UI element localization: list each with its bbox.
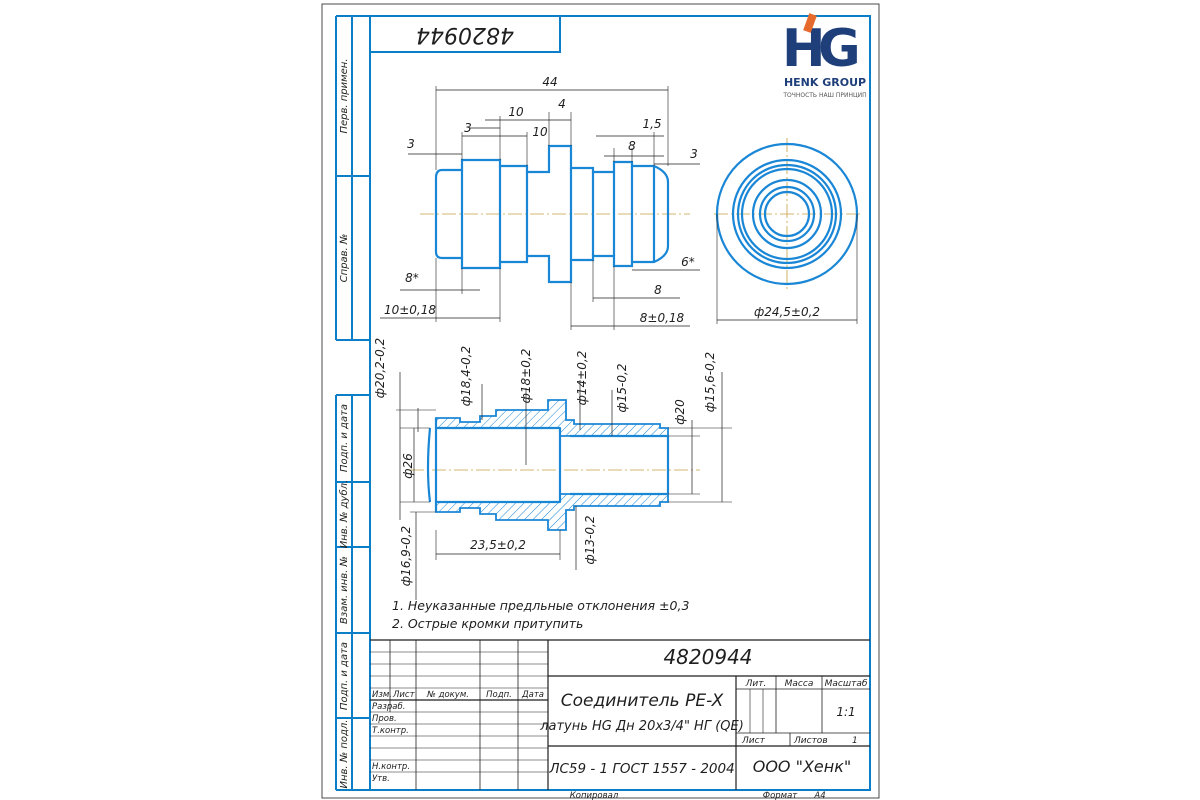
format-value: А4 [813,791,825,800]
kopiroval-label: Копировал [570,791,619,800]
section-view [410,399,700,531]
dim-4: 4 [558,97,566,111]
row-tkontr: Т.контр. [372,726,409,736]
dim-23-5: 23,5±0,2 [470,538,526,552]
part-name-line1: Соединитель PE-X [561,691,724,711]
row-prov: Пров. [372,714,397,724]
side-label-inv-podl: Инв. № подл. [339,720,350,789]
dim-14: ф14±0,2 [575,351,589,406]
sheet-border [321,3,880,799]
listov-value: 1 [852,736,858,746]
title-block [370,639,870,790]
company-name: ООО "Хенк" [753,757,852,776]
dim-15: ф15-0,2 [615,364,629,413]
row-nkontr: Н.контр. [372,762,410,772]
dim-16-9: ф16,9-0,2 [399,526,413,586]
dim-6-star: 6* [681,255,695,269]
drawing-frame [335,15,871,791]
section-view-dimensions [396,372,732,600]
dim-20: ф20 [673,399,687,425]
side-label-sprav: Справ. № [339,234,350,283]
dim-8b: 8 [654,283,662,297]
dim-10-018: 10±0,18 [384,303,436,317]
format-label: Формат [763,791,799,800]
dim-13: ф13-0,2 [583,516,597,565]
dim-20-2: ф20,2-0,2 [373,338,387,398]
row-utv: Утв. [372,774,390,784]
side-view-dimensions [380,86,700,330]
lit-label: Лит. [745,679,767,689]
dim-26: ф26 [401,453,415,479]
logo-slogan: ТОЧНОСТЬ НАШ ПРИНЦИП [782,92,866,99]
listov-label: Листов [793,736,828,746]
side-label-vzam-inv: Взам. инв. № [339,556,350,624]
massa-label: Масса [785,679,814,689]
dim-10a: 10 [508,105,524,119]
side-label-perv-primen: Перв. примен. [339,58,350,133]
side-label-inv-dubl: Инв. № дубл. [338,480,350,548]
henk-group-logo: H G HENK GROUP ТОЧНОСТЬ НАШ ПРИНЦИП [782,13,867,99]
note-1: 1. Неуказанные предльные отклонения ±0,3 [392,598,689,613]
dim-24-5: ф24,5±0,2 [754,305,820,319]
dim-18-4: ф18,4-0,2 [459,346,473,406]
dim-3b: 3 [407,137,415,151]
part-material: ЛС59 - 1 ГОСТ 1557 - 2004 [548,761,734,777]
logo-accent-bar [803,13,817,33]
end-view [714,138,862,324]
side-view [420,144,690,284]
logo-company-name: HENK GROUP [784,76,866,89]
dim-18: ф18±0,2 [519,349,533,404]
list-label: Лист [741,736,766,746]
row-razrab: Разраб. [372,702,405,712]
title-drawing-number: 4820944 [663,645,752,669]
drawing-number-rotated: 4820944 [416,22,514,47]
dim-8a: 8 [628,139,636,153]
dim-44: 44 [542,75,557,89]
col-podp: Подп. [486,690,512,700]
masshtab-label: Масштаб [825,679,868,689]
side-label-podp-data-2: Подп. и дата [339,642,350,710]
col-data: Дата [521,690,544,700]
dim-3a: 3 [464,121,472,135]
dim-10b: 10 [532,125,548,139]
col-izm: Изм. [372,690,392,700]
dim-15-6: ф15,6-0,2 [703,352,717,412]
dim-3c: 3 [690,147,698,161]
col-list: Лист [392,690,416,700]
dim-8-star: 8* [405,271,419,285]
col-docum: № докум. [426,690,469,700]
scale-value: 1:1 [836,705,855,719]
side-label-podp-data-1: Подп. и дата [339,404,350,472]
dim-1-5: 1,5 [642,117,661,131]
logo-mark-g: G [818,19,861,79]
dim-8-018: 8±0,18 [640,311,685,325]
part-name-line2: латунь HG Дн 20х3/4" НГ (QE) [539,719,744,734]
note-2: 2. Острые кромки притупить [392,616,583,631]
